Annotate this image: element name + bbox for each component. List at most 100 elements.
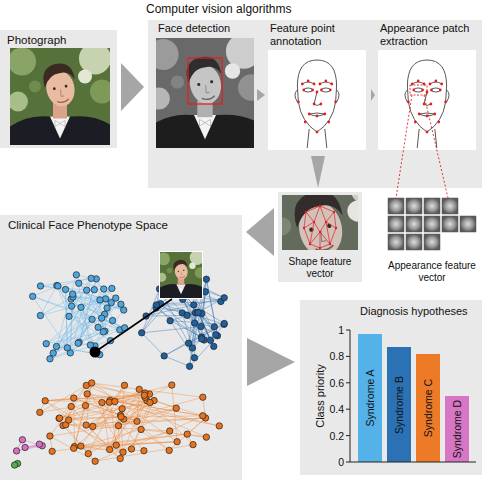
patient-dot xyxy=(99,399,105,405)
cluster-link xyxy=(107,308,120,330)
patient-dot xyxy=(141,448,147,454)
chevron-arrow xyxy=(246,208,274,256)
patient-dot xyxy=(73,272,79,278)
patient-dot xyxy=(97,297,103,303)
patient-dot xyxy=(113,295,119,301)
cluster-link xyxy=(206,279,217,336)
patient-dot xyxy=(89,380,95,386)
patient-dot xyxy=(167,318,173,324)
bar-label: Syndrome D xyxy=(451,400,464,458)
cluster-link xyxy=(66,289,113,320)
patient-dot xyxy=(207,337,213,343)
feature-point-picture-part xyxy=(295,60,339,148)
bar: Syndrome D xyxy=(445,396,469,462)
patient-dot xyxy=(120,449,126,455)
patient-dot xyxy=(104,305,110,311)
cluster-link xyxy=(206,279,217,336)
patient-dot xyxy=(202,288,208,294)
cluster-link xyxy=(142,289,160,333)
patient-dot xyxy=(70,445,76,451)
shape-vector-picture-part-part xyxy=(335,227,337,229)
cluster-link xyxy=(33,296,120,330)
cluster-link xyxy=(95,445,193,462)
patient-dot xyxy=(78,443,84,449)
shape-vector-picture-part-part xyxy=(304,222,336,232)
shape-vector-picture-part-part xyxy=(329,243,331,245)
appearance-patches-part xyxy=(388,198,404,214)
bar: Syndrome A xyxy=(358,334,382,462)
patient-dot xyxy=(117,455,123,461)
appearance-patches-part xyxy=(406,216,422,232)
patient-dot xyxy=(211,343,217,349)
cluster-link xyxy=(81,442,177,446)
patient-dot xyxy=(53,343,59,349)
patient-dot xyxy=(89,316,95,322)
patient-dot xyxy=(69,291,75,297)
cluster-link xyxy=(110,415,121,449)
inset-photo-part xyxy=(95,299,172,352)
patient-dot xyxy=(200,394,206,400)
patient-dot xyxy=(62,286,68,292)
patient-dot xyxy=(50,350,56,356)
cluster-link xyxy=(57,285,69,316)
tick-label: 0.6 xyxy=(314,376,344,390)
patch-extraction-picture-part xyxy=(405,60,449,148)
patient-dot xyxy=(186,363,192,369)
patient-dot xyxy=(109,285,115,291)
panel-title: Shape feature vector xyxy=(281,256,359,280)
patient-dot xyxy=(56,415,62,421)
patient-dot xyxy=(37,409,43,415)
bar-label: Syndrome A xyxy=(364,369,377,426)
cluster-link xyxy=(198,312,214,346)
shape-vector-picture-part-part xyxy=(309,243,311,245)
shape-vector-picture-part xyxy=(303,205,337,249)
face-detection-picture-part xyxy=(148,34,265,148)
cluster-link xyxy=(17,444,40,451)
appearance-patches-part xyxy=(460,216,476,232)
patient-dot xyxy=(141,392,147,398)
patient-dot xyxy=(211,324,217,330)
inset-photo-part-part xyxy=(157,250,206,298)
shape-vector-picture-part-part xyxy=(319,231,321,233)
patient-dot xyxy=(119,406,125,412)
patient-dot xyxy=(95,324,101,330)
cluster-link xyxy=(139,389,203,397)
patient-dot xyxy=(221,295,227,301)
shape-vector-picture-part-part xyxy=(304,206,336,248)
patient-dot xyxy=(42,398,48,404)
patient-dot xyxy=(147,399,153,405)
patient-dot xyxy=(184,431,190,437)
patient-dot xyxy=(13,448,19,454)
tick-label: 0 xyxy=(314,455,344,469)
cluster-link xyxy=(33,296,68,347)
patient-dot xyxy=(113,442,119,448)
cluster-link xyxy=(154,401,203,416)
tick-label: 0.4 xyxy=(314,402,344,416)
patient-dot xyxy=(138,330,144,336)
patient-dot xyxy=(65,417,71,423)
feature-point-picture-part-part xyxy=(295,60,339,148)
patient-dot xyxy=(99,315,105,321)
patient-dot xyxy=(191,355,197,361)
cluster-link xyxy=(161,304,204,340)
patient-dot xyxy=(11,462,17,468)
chart-axes-part xyxy=(350,330,476,462)
patient-dot xyxy=(37,283,43,289)
patient-dot xyxy=(66,313,72,319)
patient-dot xyxy=(91,287,97,293)
patient-dot xyxy=(195,309,201,315)
appearance-patches-part xyxy=(424,234,440,250)
patient-dot xyxy=(118,414,124,420)
patient-dot xyxy=(203,434,209,440)
patch-extraction-picture-part xyxy=(378,50,476,150)
patient-dot xyxy=(29,293,35,299)
patient-dot xyxy=(75,340,81,346)
cluster-link xyxy=(58,286,90,345)
patient-dot xyxy=(36,441,42,447)
patient-dot xyxy=(118,301,124,307)
patient-dot xyxy=(82,402,88,408)
tick-label: 1 xyxy=(314,323,344,337)
patient-dot xyxy=(191,320,197,326)
cluster-link xyxy=(142,333,164,356)
